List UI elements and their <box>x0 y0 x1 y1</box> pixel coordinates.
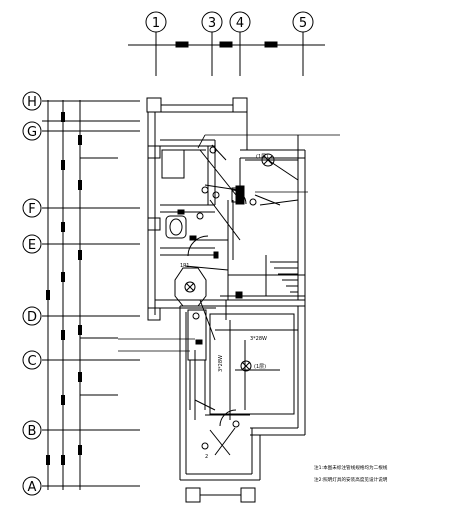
row-label-C: C <box>27 354 36 369</box>
column-axis <box>128 11 325 76</box>
socket-icon <box>177 209 185 215</box>
column-pillar <box>146 97 162 113</box>
row-bubble-B <box>22 420 42 440</box>
fixture-label-living: (1层) <box>254 364 266 370</box>
row-label-G: G <box>27 125 37 140</box>
note-2: 注2:照明灯具的安装高度见设计说明 <box>314 476 388 483</box>
row-axis <box>22 91 140 496</box>
switch-icon <box>209 146 217 154</box>
leader-lines <box>118 134 340 352</box>
row-label-A: A <box>28 480 37 495</box>
row-bubble-A <box>22 476 42 496</box>
round-ceiling-light-icon <box>174 267 207 307</box>
switch-icon <box>232 420 240 428</box>
row-label-D: D <box>27 310 37 325</box>
column-label-1: 1 <box>152 16 160 31</box>
column-bubble-1 <box>145 11 167 33</box>
light-fixtures <box>174 146 275 450</box>
row-bubble-H <box>22 91 42 111</box>
row-label-B: B <box>28 424 37 439</box>
row-bubble-F <box>22 198 42 218</box>
column-pillar <box>232 97 248 113</box>
switch-icon <box>249 198 257 206</box>
switch-icon <box>192 312 200 320</box>
column-bubble-3 <box>201 11 223 33</box>
socket-icon <box>189 235 197 241</box>
column-bubble-4 <box>229 11 251 33</box>
column-bubble-5 <box>292 11 314 33</box>
row-label-E: E <box>28 238 36 253</box>
room-power-label-a: 3*28W <box>250 336 267 342</box>
room-outline <box>209 313 295 415</box>
switch-count-label: 2 <box>205 454 208 460</box>
ceiling-light-icon <box>240 360 252 372</box>
switch-icon <box>196 212 204 220</box>
row-label-H: H <box>27 95 37 110</box>
column-label-5: 5 <box>299 16 307 31</box>
column-label-4: 4 <box>236 16 244 31</box>
row-label-F: F <box>28 202 35 217</box>
wiring <box>184 135 299 456</box>
row-bubble-E <box>22 234 42 254</box>
row-dimension-ticks <box>46 112 82 465</box>
fixture-label-top: (1层) <box>256 154 268 160</box>
socket-icon <box>213 251 219 259</box>
row-bubble-C <box>22 350 42 370</box>
distribution-panel-icon <box>235 185 245 205</box>
switch-icon <box>201 442 209 450</box>
row-bubble-G <box>22 121 42 141</box>
room-power-label-b: 3*28W <box>218 355 224 372</box>
fixture-rating-label: 1P1 <box>180 263 189 269</box>
socket-icon <box>195 339 203 345</box>
row-bubble-D <box>22 306 42 326</box>
building-walls <box>146 97 306 503</box>
switch-icon <box>212 191 220 199</box>
column-label-3: 3 <box>208 16 216 31</box>
ceiling-light-icon <box>261 153 275 167</box>
note-1: 注1:本图未标注管线规格均为二根线 <box>314 464 388 471</box>
switch-icon <box>201 186 209 194</box>
